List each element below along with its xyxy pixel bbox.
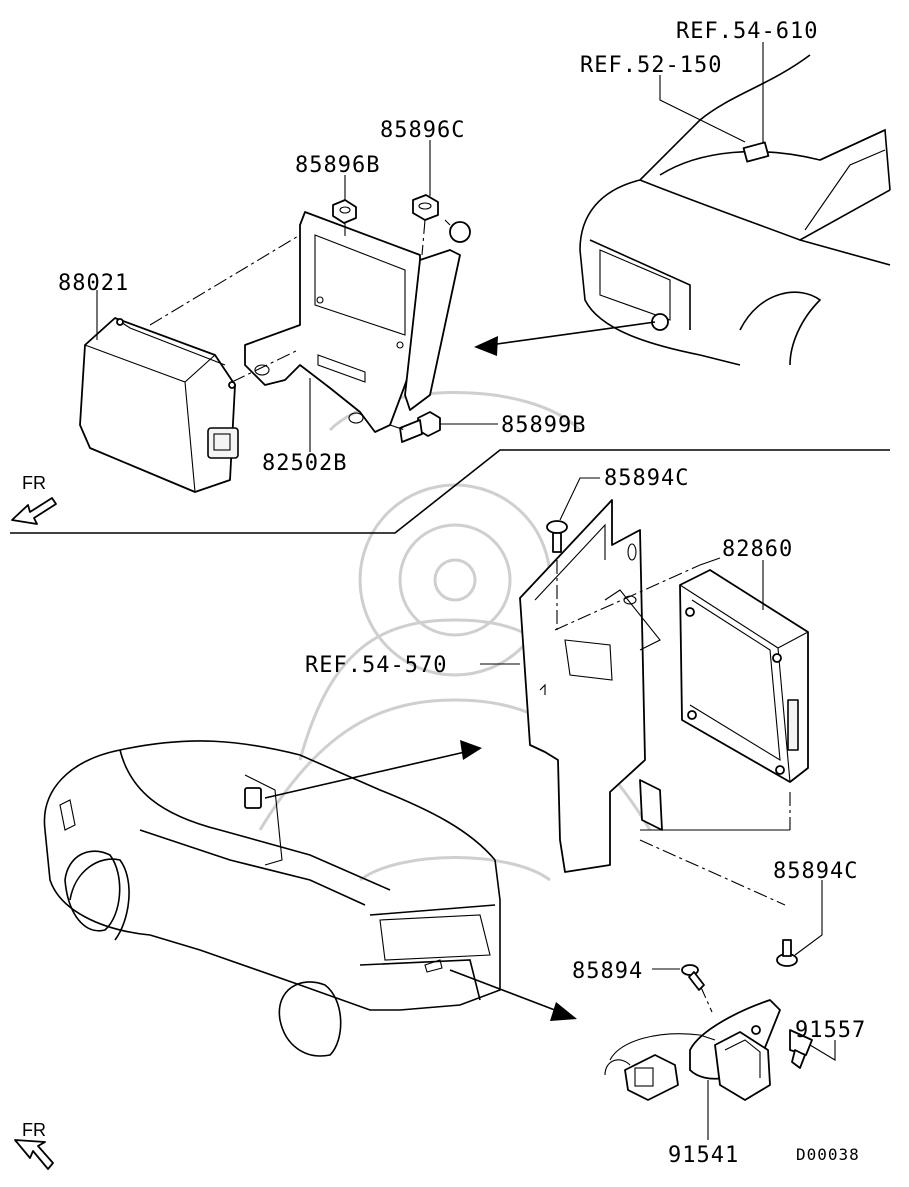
car-front-illustration	[579, 54, 891, 366]
fr-label-top: FR	[22, 473, 46, 493]
module-88021	[79, 317, 239, 493]
fr-label-bottom: FR	[22, 1120, 46, 1140]
label-82860: 82860	[722, 537, 793, 562]
label-ref-54-610: REF.54-610	[676, 19, 818, 44]
nut-85896b	[332, 199, 357, 224]
fr-arrow-bottom	[14, 1139, 54, 1170]
label-85899b: 85899B	[501, 413, 586, 438]
ecu-82860	[679, 569, 809, 783]
nut-85896c	[412, 194, 439, 221]
screw-85894c-top	[546, 520, 568, 553]
label-85894c-bottom: 85894C	[773, 859, 858, 884]
screw-85894c-bottom	[776, 939, 798, 967]
bolt-85899b	[399, 411, 441, 443]
label-91557: 91557	[795, 1018, 866, 1043]
label-82502b: 82502B	[262, 451, 347, 476]
bracket-82502b	[244, 211, 461, 433]
label-85896c: 85896C	[380, 118, 465, 143]
label-91541: 91541	[668, 1143, 739, 1168]
label-85894c-top: 85894C	[604, 466, 689, 491]
label-diagram-code: D00038	[796, 1145, 860, 1164]
label-ref-54-570: REF.54-570	[305, 653, 447, 678]
panel-ref-54-570	[519, 499, 663, 873]
fr-arrow-top	[11, 497, 57, 525]
sensor-91541	[604, 999, 781, 1101]
screw-85894	[681, 964, 705, 991]
separator-line	[10, 449, 890, 534]
label-85896b: 85896B	[295, 153, 380, 178]
clip-91557	[789, 1029, 813, 1069]
label-ref-52-150: REF.52-150	[580, 53, 722, 78]
car-rear-illustration	[43, 740, 501, 1057]
label-88021: 88021	[58, 271, 129, 296]
label-85894: 85894	[572, 959, 643, 984]
